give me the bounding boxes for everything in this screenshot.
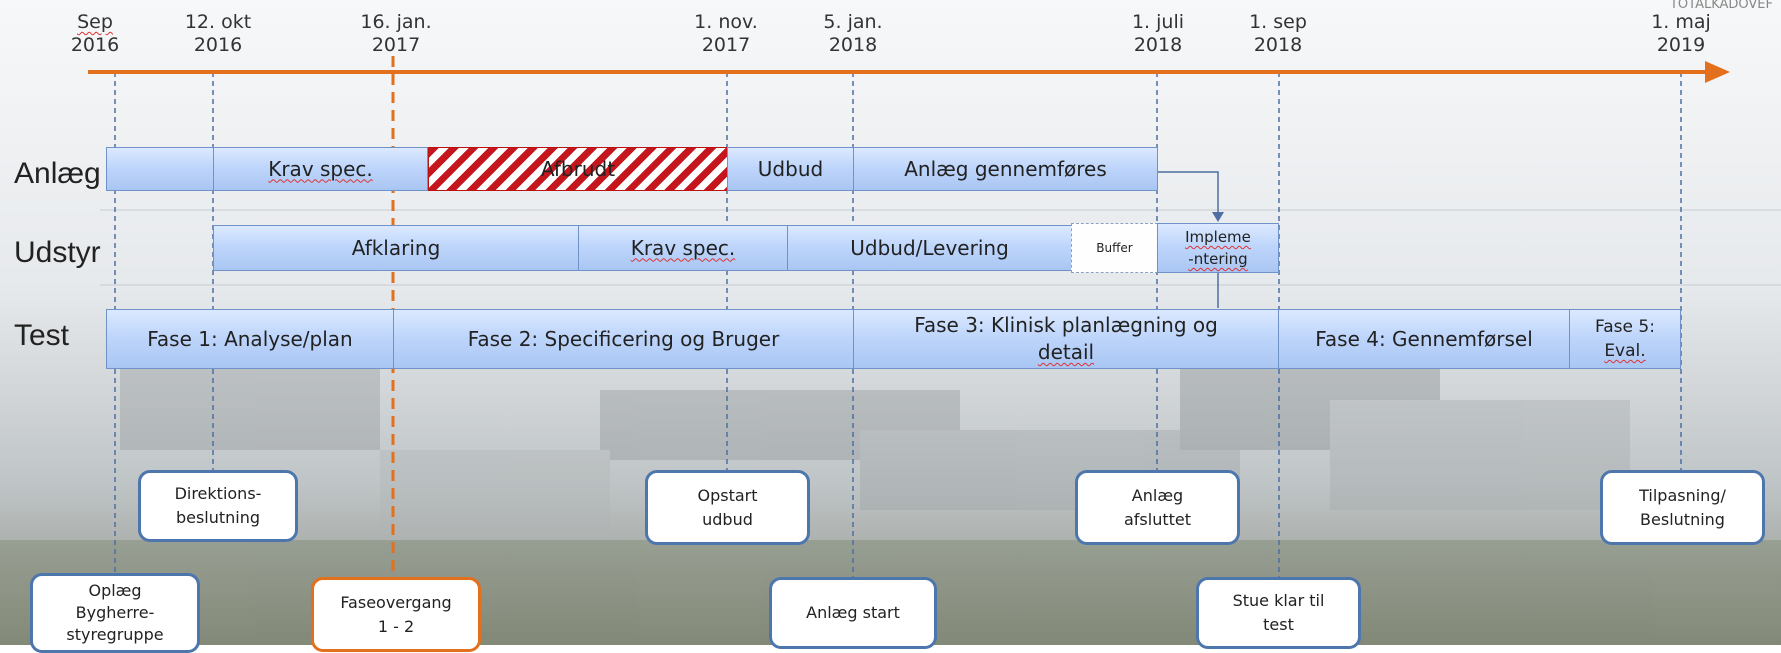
corner-watermark-text: TOTALKADOVEF bbox=[1669, 0, 1773, 12]
bar-label: Udbud/Levering bbox=[850, 235, 1009, 260]
anlaeg-bar-krav-spec: Krav spec. bbox=[213, 147, 428, 191]
milestone-line: Faseovergang bbox=[340, 592, 452, 612]
bar-label: Anlæg gennemføres bbox=[904, 156, 1107, 181]
milestone-line: beslutning bbox=[175, 508, 261, 527]
connector-arrow bbox=[1158, 171, 1219, 216]
milestone-line: 1 - 2 bbox=[377, 616, 415, 636]
milestone-stue-klar: Stue klar til test bbox=[1196, 577, 1361, 649]
milestone-line: Stue klar til bbox=[1232, 591, 1325, 610]
milestone-line: Anlæg bbox=[1131, 485, 1184, 505]
bar-label-line1: Fase 5: bbox=[1595, 317, 1655, 337]
milestone-line: Opstart bbox=[697, 485, 758, 505]
date-line1: 12. okt bbox=[184, 11, 252, 33]
date-line2: 2016 bbox=[70, 34, 120, 56]
bar-label: Udbud bbox=[757, 156, 824, 181]
udstyr-bar-implementering: Impleme -ntering bbox=[1157, 223, 1279, 273]
date-line2: 2019 bbox=[1656, 34, 1706, 56]
bar-label: Fase 4: Gennemførsel bbox=[1315, 326, 1533, 351]
date-line2: 2017 bbox=[701, 34, 751, 56]
bar-label: Fase 2: Specificering og Bruger bbox=[467, 326, 780, 351]
anlaeg-bar-start bbox=[106, 147, 214, 191]
milestone-line: Anlæg start bbox=[806, 603, 900, 622]
row-label-test: Test bbox=[14, 319, 70, 352]
connector-arrowhead bbox=[1212, 212, 1224, 222]
date-line1: 1. nov. bbox=[694, 11, 758, 33]
date-line1: 1. juli bbox=[1131, 11, 1185, 33]
date-line1: Sep bbox=[77, 11, 113, 33]
anlaeg-bar-gennemfoeres: Anlæg gennemføres bbox=[853, 147, 1158, 191]
milestone-line: Direktions- bbox=[174, 484, 262, 503]
date-line1: 1. maj bbox=[1651, 11, 1711, 33]
milestone-anlaeg-start: Anlæg start bbox=[769, 577, 937, 649]
milestone-faseovergang: Faseovergang 1 - 2 bbox=[311, 577, 481, 652]
date-jan-2017: 16. jan.2017 bbox=[353, 11, 439, 57]
test-bar-fase-4: Fase 4: Gennemførsel bbox=[1278, 309, 1570, 369]
test-bar-fase-1: Fase 1: Analyse/plan bbox=[106, 309, 394, 369]
bar-label: Krav spec. bbox=[630, 235, 736, 260]
date-line1: 5. jan. bbox=[823, 11, 883, 33]
milestone-direktionsbeslutning: Direktions- beslutning bbox=[138, 470, 298, 542]
milestone-line: styregruppe bbox=[66, 625, 164, 644]
milestone-line: afsluttet bbox=[1123, 509, 1192, 529]
date-line2: 2018 bbox=[1133, 34, 1183, 56]
milestone-line: Oplæg bbox=[88, 581, 142, 600]
test-bar-fase-5: Fase 5: Eval. bbox=[1569, 309, 1681, 369]
udstyr-bar-krav-spec: Krav spec. bbox=[578, 225, 788, 271]
time-axis-arrowhead bbox=[1705, 61, 1730, 83]
milestone-line: Bygherre- bbox=[75, 603, 155, 622]
date-line2: 2017 bbox=[371, 34, 421, 56]
bar-label-line2: Eval. bbox=[1604, 341, 1646, 361]
test-bar-fase-3: Fase 3: Klinisk planlægning og detail bbox=[853, 309, 1279, 369]
milestone-tilpasning: Tilpasning/ Beslutning bbox=[1600, 470, 1765, 545]
bar-label-line2: detail bbox=[1037, 340, 1095, 364]
date-line1: 1. sep bbox=[1249, 11, 1307, 33]
date-line2: 2016 bbox=[193, 34, 243, 56]
anlaeg-bar-udbud: Udbud bbox=[727, 147, 854, 191]
milestone-line: test bbox=[1263, 615, 1294, 634]
anlaeg-bar-afbrudt: Afbrudt bbox=[428, 147, 728, 191]
milestone-anlaeg-afsluttet: Anlæg afsluttet bbox=[1075, 470, 1240, 545]
milestone-line: Beslutning bbox=[1640, 509, 1725, 529]
date-nov-2017: 1. nov.2017 bbox=[686, 11, 766, 57]
milestone-opstart-udbud: Opstart udbud bbox=[645, 470, 810, 545]
row-label-udstyr: Udstyr bbox=[14, 236, 101, 269]
milestone-line: udbud bbox=[702, 509, 753, 529]
udstyr-bar-afklaring: Afklaring bbox=[213, 225, 579, 271]
bar-label-line2: -ntering bbox=[1188, 250, 1248, 268]
bar-label: Krav spec. bbox=[268, 156, 373, 181]
row-label-anlaeg: Anlæg bbox=[14, 157, 101, 190]
udstyr-bar-udbud-levering: Udbud/Levering bbox=[787, 225, 1072, 271]
milestone-oplaeg-bygherre: Oplæg Bygherre- styregruppe bbox=[30, 573, 200, 653]
milestone-line: Tilpasning/ bbox=[1639, 485, 1726, 505]
date-line1: 16. jan. bbox=[360, 11, 432, 33]
bar-label-line1: Impleme bbox=[1185, 228, 1251, 246]
date-jan-2018: 5. jan.2018 bbox=[813, 11, 893, 57]
udstyr-bar-buffer: Buffer bbox=[1071, 223, 1158, 273]
bar-label: Afbrudt bbox=[540, 156, 616, 181]
bar-label: Fase 1: Analyse/plan bbox=[147, 326, 353, 351]
bar-label: Afklaring bbox=[351, 235, 441, 260]
bar-label-line1: Fase 3: Klinisk planlægning og bbox=[914, 313, 1218, 337]
date-line2: 2018 bbox=[828, 34, 878, 56]
test-bar-fase-2: Fase 2: Specificering og Bruger bbox=[393, 309, 854, 369]
bar-label: Buffer bbox=[1096, 240, 1133, 255]
date-line2: 2018 bbox=[1253, 34, 1303, 56]
